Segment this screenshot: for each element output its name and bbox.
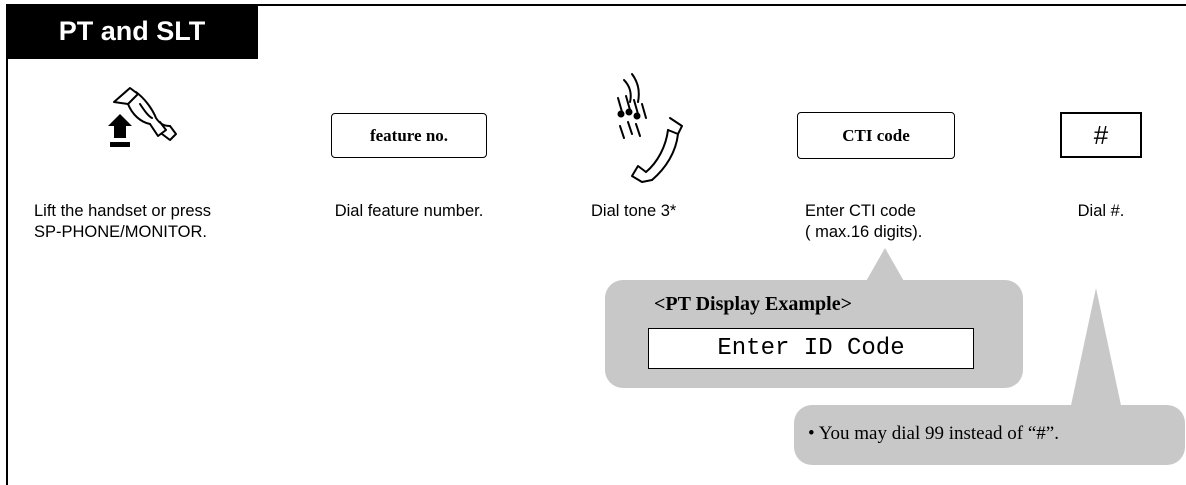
- handset-lift-icon: [100, 80, 190, 158]
- step5-caption: Dial #.: [1040, 201, 1162, 222]
- step5-caption-line1: Dial #.: [1077, 202, 1125, 220]
- hash-key-box: #: [1060, 112, 1142, 158]
- note-callout-pointer: [1070, 288, 1122, 410]
- step2-caption: Dial feature number.: [300, 201, 518, 222]
- step2-caption-line1: Dial feature number.: [334, 202, 484, 220]
- cti-code-box: CTI code: [797, 112, 955, 159]
- frame-top-border: [6, 4, 1186, 6]
- step4-caption-line1: Enter CTI code: [805, 202, 916, 220]
- note-bubble: [794, 405, 1185, 465]
- display-example-title: <PT Display Example>: [654, 293, 853, 315]
- step3-caption: Dial tone 3*: [591, 201, 676, 222]
- step4-caption: Enter CTI code ( max.16 digits).: [805, 201, 922, 243]
- step1-caption-line1: Lift the handset or press: [34, 202, 212, 220]
- step1-caption-line2: SP-PHONE/MONITOR.: [34, 223, 207, 241]
- step4-caption-line2: ( max.16 digits).: [805, 223, 923, 241]
- step3-caption-line1: Dial tone 3*: [591, 202, 677, 220]
- dial-tone-handset-icon: [608, 72, 698, 184]
- display-callout-pointer: [865, 248, 905, 283]
- step1-caption: Lift the handset or press SP-PHONE/MONIT…: [34, 201, 211, 243]
- note-text: • You may dial 99 instead of “#”.: [808, 423, 1059, 444]
- lcd-display-screen: Enter ID Code: [648, 328, 974, 369]
- frame-left-border: [6, 4, 8, 485]
- feature-number-box: feature no.: [331, 113, 487, 158]
- section-header: PT and SLT: [6, 4, 258, 59]
